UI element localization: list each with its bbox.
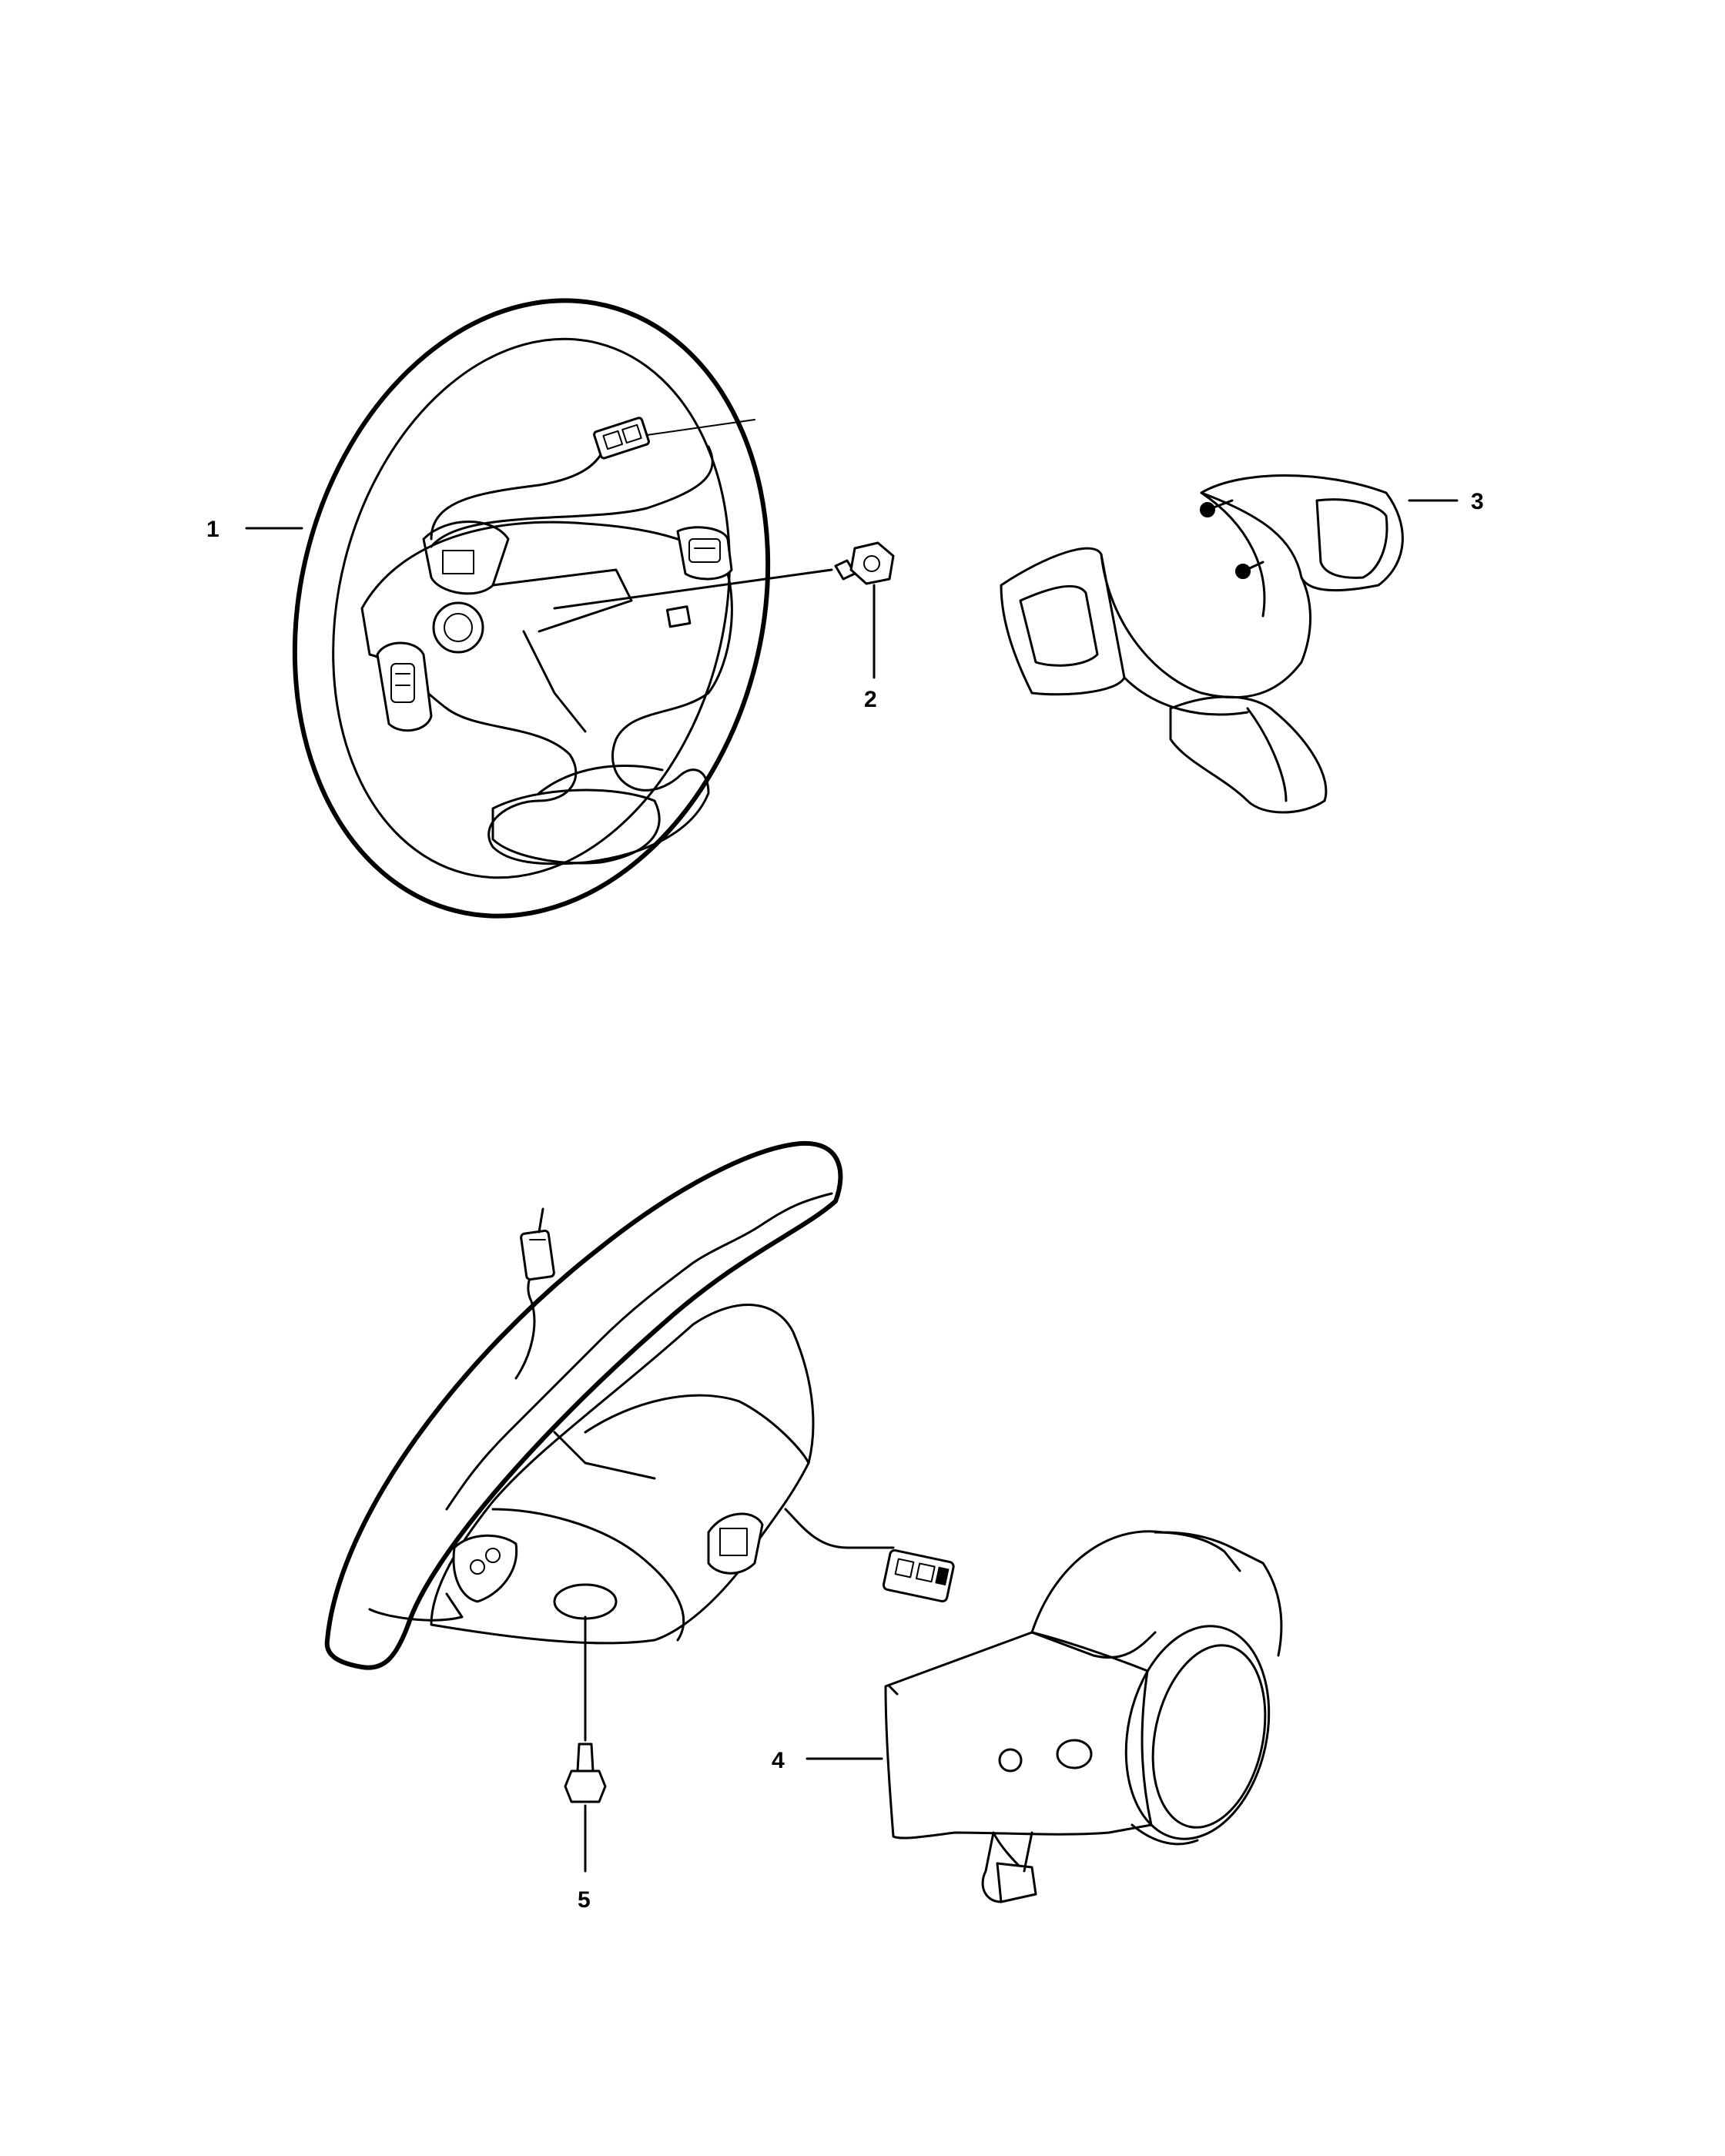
steering-wheel-bezel-part-3 [1000, 474, 1404, 814]
bolt-part-2 [553, 541, 895, 679]
callout-4-label: 4 [772, 1748, 785, 1773]
steering-wheel-front-view [292, 298, 771, 919]
airbag-module-part-4 [884, 1530, 1283, 1903]
callout-5-label: 5 [578, 1887, 591, 1913]
steering-wheel-rear-view [324, 1140, 955, 1670]
callout-2-label: 2 [864, 687, 877, 712]
callout-1-label: 1 [206, 517, 219, 542]
callout-3-label: 3 [1471, 489, 1484, 514]
bolt-part-5 [564, 1615, 607, 1873]
